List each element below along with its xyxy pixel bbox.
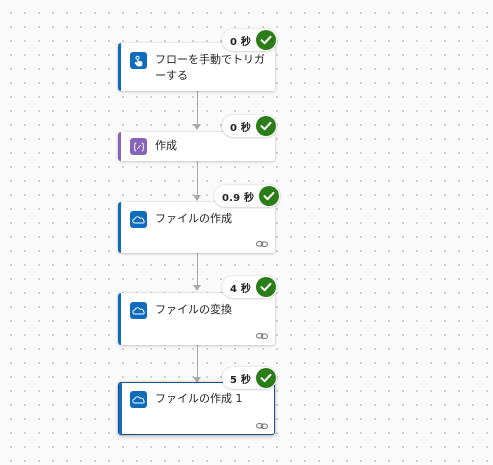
connector-arrow (193, 124, 201, 130)
onedrive-cloud-icon (130, 211, 147, 228)
step-title: ファイルの作成 1 (155, 392, 243, 405)
card-accent-bar (119, 383, 122, 434)
success-check-icon (256, 277, 277, 297)
connector-line (197, 345, 198, 378)
duration-text: 0 秒 (230, 122, 252, 134)
success-check-icon (256, 30, 277, 50)
onedrive-cloud-icon (130, 391, 147, 408)
flow-step-manual-trigger[interactable]: フローを手動でトリガーする (118, 43, 275, 91)
run-duration-badge: 4 秒 (222, 276, 278, 298)
connector-arrow (193, 195, 201, 201)
card-accent-bar (118, 132, 121, 161)
step-title: ファイルの作成 (155, 212, 232, 225)
flow-step-create-file[interactable]: ファイルの作成 (118, 202, 275, 253)
compose-icon (130, 138, 147, 155)
run-duration-badge: 0.9 秒 (214, 185, 281, 207)
duration-text: 5 秒 (230, 374, 252, 386)
success-check-icon (259, 186, 280, 206)
success-check-icon (256, 368, 277, 388)
duration-text: 4 秒 (230, 283, 252, 295)
card-accent-bar (118, 202, 121, 253)
card-accent-bar (118, 43, 121, 91)
onedrive-cloud-icon (130, 302, 147, 319)
connector-line (197, 253, 198, 286)
flow-step-create-file-1[interactable]: ファイルの作成 1 (118, 382, 275, 435)
connector-arrow (193, 285, 201, 291)
connector-line (197, 161, 198, 196)
duration-text: 0.9 秒 (222, 192, 255, 204)
flow-step-convert-file[interactable]: ファイルの変換 (118, 293, 275, 345)
run-duration-badge: 5 秒 (222, 367, 278, 389)
connection-link-icon (256, 333, 268, 339)
connection-link-icon (256, 241, 268, 247)
step-title: フローを手動でトリガーする (155, 53, 265, 82)
connector-line (197, 91, 198, 125)
run-duration-badge: 0 秒 (222, 115, 278, 137)
step-title: 作成 (155, 139, 177, 152)
duration-text: 0 秒 (230, 36, 252, 48)
step-title: ファイルの変換 (155, 303, 232, 316)
success-check-icon (256, 116, 277, 136)
connection-link-icon (256, 423, 268, 429)
connector-arrow (193, 377, 201, 383)
flow-step-compose[interactable]: 作成 (118, 132, 275, 161)
touch-trigger-icon (130, 52, 147, 69)
card-accent-bar (118, 293, 121, 345)
run-duration-badge: 0 秒 (222, 29, 278, 51)
